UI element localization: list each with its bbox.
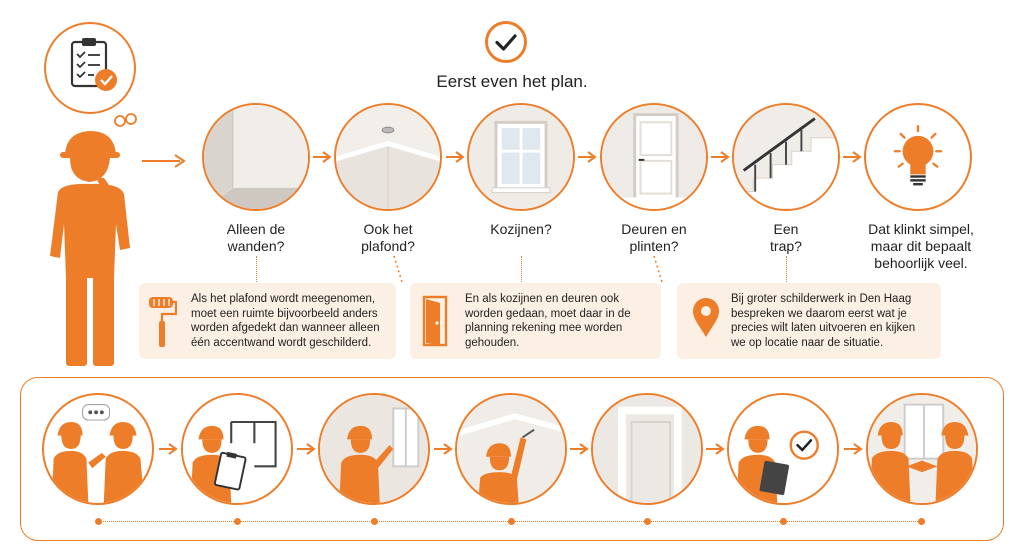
question-stairs: Een trap? [770, 221, 802, 254]
conclusion-text: Dat klinkt simpel, maar dit bepaalt beho… [868, 221, 974, 271]
timeline-dot [780, 518, 787, 525]
note-ceiling: Als het plafond wordt meegenomen, moet e… [139, 283, 396, 359]
clipboard-thought-bubble [36, 18, 146, 128]
arrow-right-icon [843, 150, 863, 169]
connector-line [256, 256, 257, 282]
connector-line [786, 256, 787, 282]
question-doors: Deuren en plinten? [621, 221, 687, 254]
step-approval-circle [727, 393, 839, 505]
step-door-frame-circle [591, 393, 703, 505]
arrow-right-icon [297, 442, 317, 461]
timeline-dot [371, 518, 378, 525]
stairs-circle [732, 103, 840, 211]
timeline-dot [508, 518, 515, 525]
thinking-worker-figure [40, 128, 140, 370]
arrow-right-icon [142, 153, 188, 169]
arrow-right-icon [711, 150, 731, 169]
connector-line [521, 256, 522, 282]
note-frames-text: En als kozijnen en deuren ook worden ged… [465, 293, 631, 349]
arrow-right-icon [159, 442, 179, 461]
question-walls: Alleen de wanden? [226, 221, 286, 254]
arrow-right-icon [313, 150, 333, 169]
timeline-dot [95, 518, 102, 525]
thought-bubble-small [112, 113, 128, 129]
step-ceiling-check-circle [455, 393, 567, 505]
arrow-right-icon [570, 442, 590, 461]
question-frames: Kozijnen? [490, 221, 552, 237]
process-panel [20, 377, 1004, 541]
arrow-right-icon [578, 150, 598, 169]
ceiling-circle [334, 103, 442, 211]
note-ceiling-text: Als het plafond wordt meegenomen, moet e… [191, 293, 380, 349]
walls-circle [202, 103, 310, 211]
connector-line [392, 255, 404, 284]
paint-roller-icon [147, 295, 178, 349]
page-title: Eerst even het plan. [436, 72, 588, 91]
arrow-right-icon [844, 442, 864, 461]
step-inspect-wall-circle [318, 393, 430, 505]
note-location: Bij groter schilderwerk in Den Haag besp… [677, 283, 941, 359]
step-floorplan-circle [181, 393, 293, 505]
step-conversation-circle [42, 393, 154, 505]
arrow-right-icon [446, 150, 466, 169]
note-location-text: Bij groter schilderwerk in Den Haag besp… [731, 293, 916, 349]
note-frames: En als kozijnen en deuren ook worden ged… [410, 283, 661, 359]
window-circle [467, 103, 575, 211]
check-circle-icon [484, 20, 528, 64]
door-icon [422, 295, 450, 347]
location-pin-icon [691, 297, 721, 339]
arrow-right-icon [434, 442, 454, 461]
timeline-dot [234, 518, 241, 525]
step-handshake-circle [866, 393, 978, 505]
arrow-right-icon [706, 442, 726, 461]
timeline-dot [918, 518, 925, 525]
question-ceiling: Ook het plafond? [361, 221, 415, 254]
lightbulb-circle [864, 103, 972, 211]
door-circle [600, 103, 708, 211]
timeline-dot [644, 518, 651, 525]
connector-line [652, 255, 664, 284]
